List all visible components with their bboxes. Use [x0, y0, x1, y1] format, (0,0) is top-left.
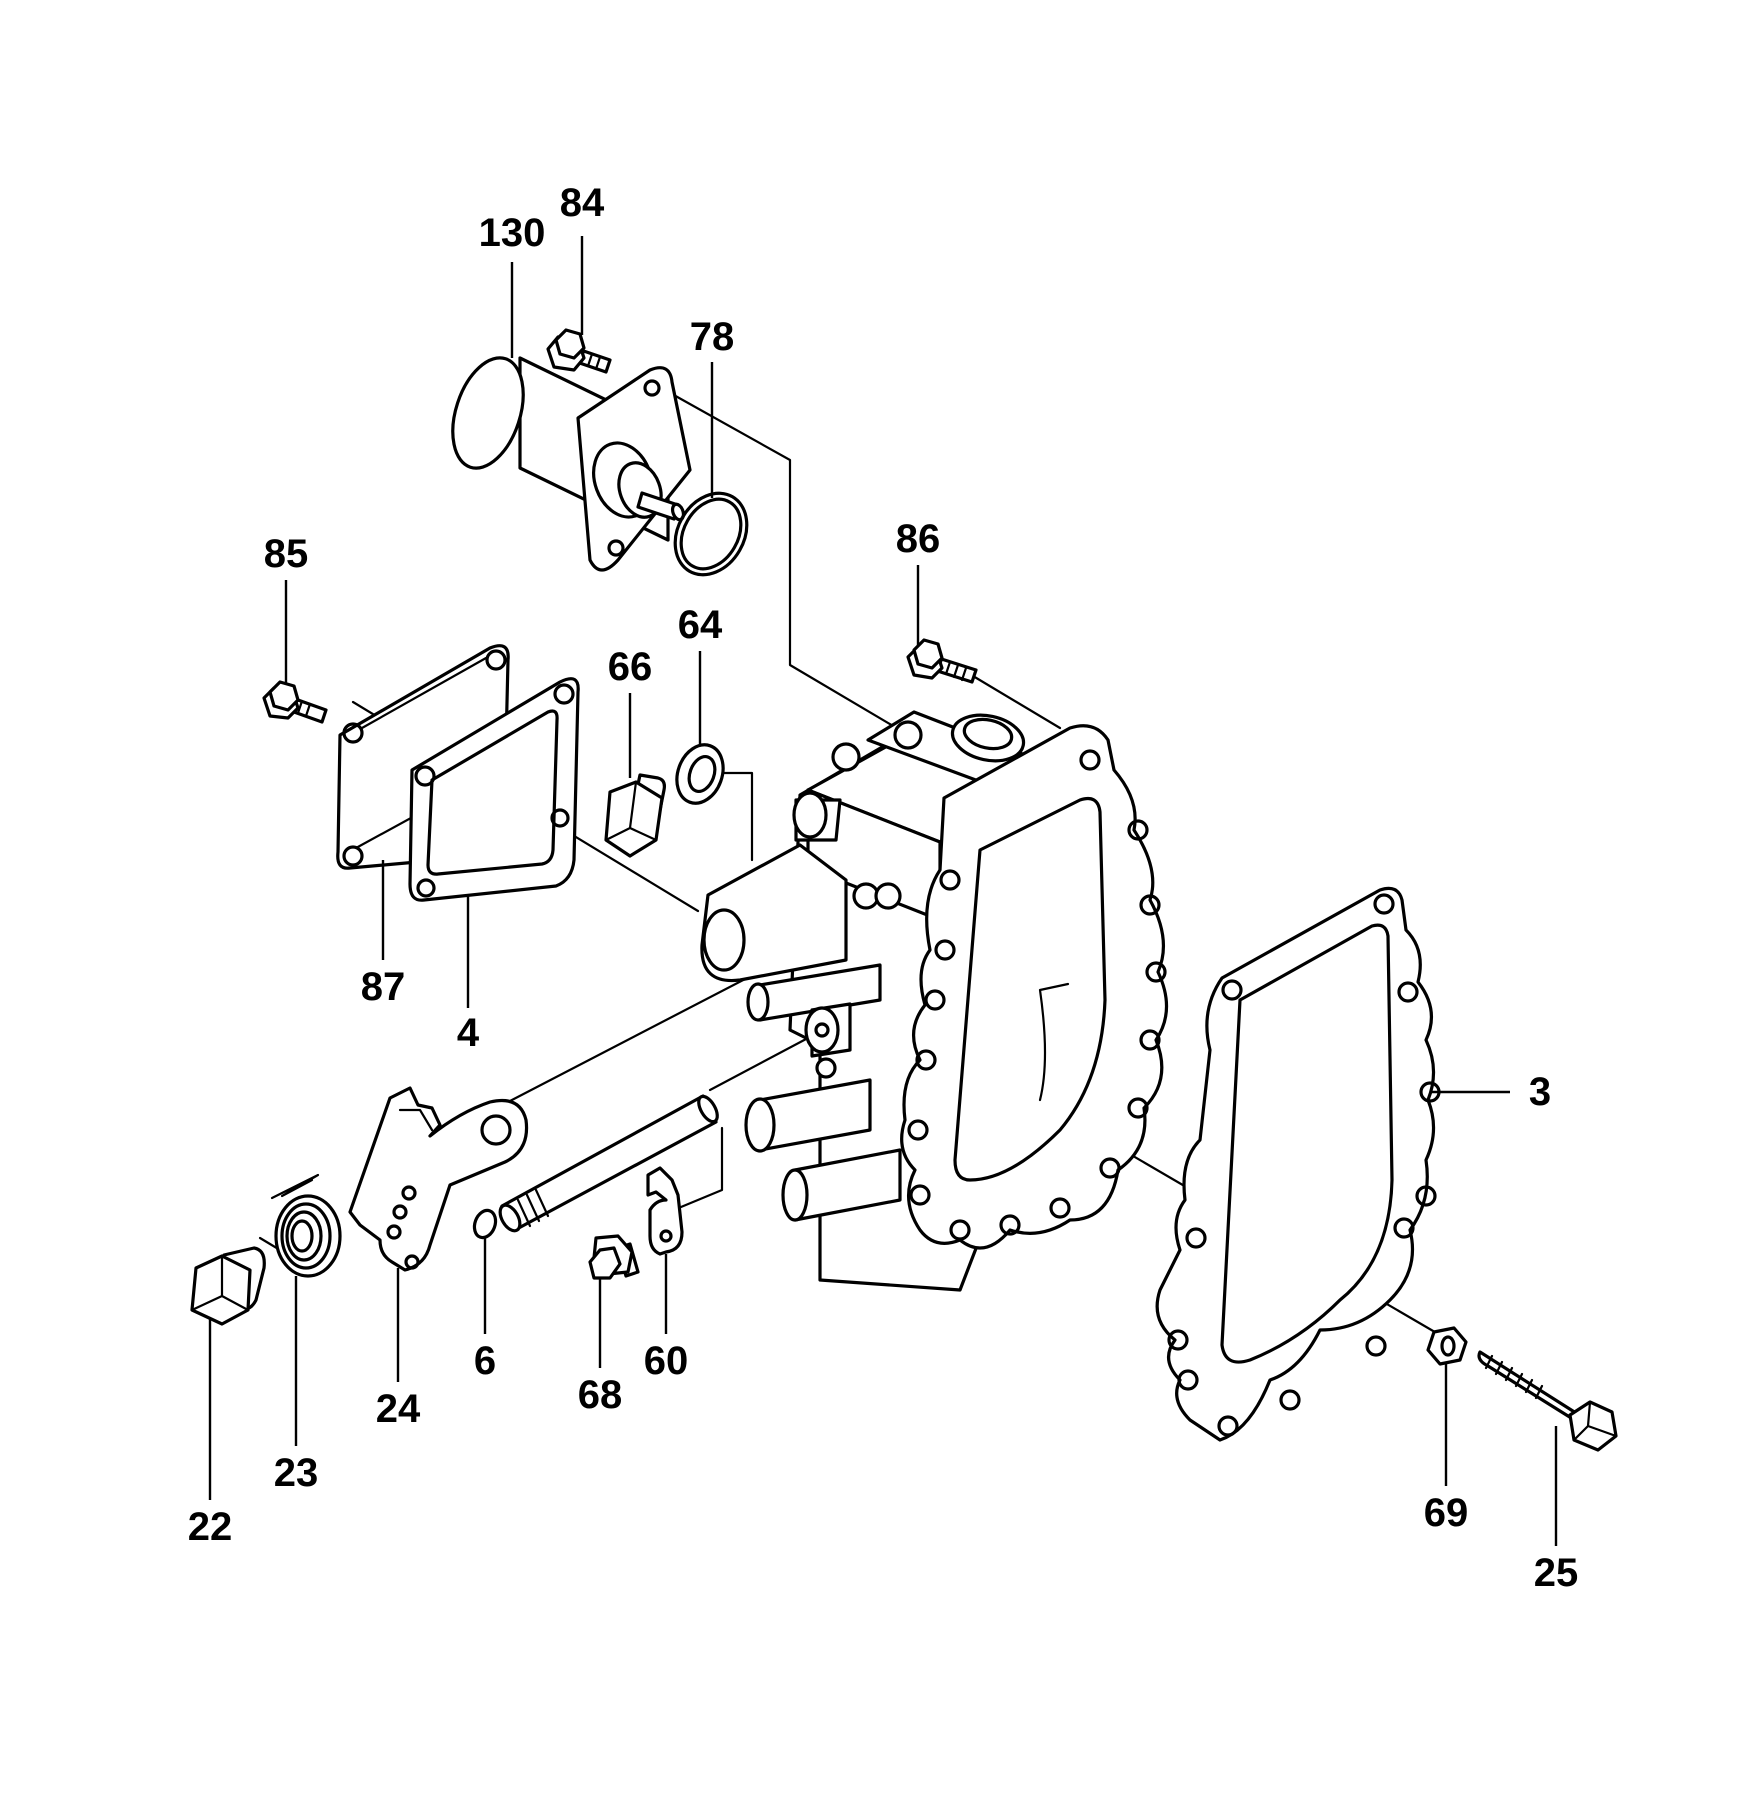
label-24: 24: [376, 1387, 421, 1431]
label-3: 3: [1529, 1070, 1551, 1114]
label-60: 60: [644, 1339, 689, 1383]
main-housing: [700, 710, 1169, 1292]
part-3-gasket: [1155, 886, 1441, 1442]
callout-labels: 130 84 78 85 86 66 64 87 4 3 24 6 68 60 …: [188, 181, 1579, 1595]
part-60-stopper-plate: [646, 1166, 684, 1256]
label-86: 86: [896, 517, 941, 561]
label-87: 87: [361, 965, 406, 1009]
part-69-nut: [1426, 1326, 1468, 1366]
part-68-bolt: [588, 1234, 640, 1280]
label-4: 4: [457, 1011, 480, 1055]
part-23-spring: [258, 1173, 342, 1278]
label-85: 85: [264, 532, 309, 576]
callout-leaders: [208, 236, 1558, 1546]
label-130: 130: [479, 211, 546, 255]
label-22: 22: [188, 1505, 233, 1549]
label-64: 64: [678, 603, 723, 647]
part-66-plug: [604, 773, 666, 858]
label-84: 84: [560, 181, 605, 225]
part-25-bolt: [1477, 1350, 1618, 1452]
label-23: 23: [274, 1451, 319, 1495]
part-78-o-ring: [673, 491, 749, 577]
label-25: 25: [1534, 1551, 1579, 1595]
part-22-plug: [190, 1246, 266, 1326]
label-6: 6: [474, 1339, 496, 1383]
part-6-circlip: [472, 1208, 498, 1240]
part-86-bolt: [906, 638, 978, 684]
part-84-bolt: [546, 328, 612, 374]
shaft: [498, 1094, 719, 1233]
part-64-washer: [675, 743, 725, 805]
label-69: 69: [1424, 1491, 1469, 1535]
part-85-bolt: [262, 680, 328, 724]
part-4-gasket: [408, 677, 580, 902]
label-78: 78: [690, 315, 735, 359]
label-68: 68: [578, 1373, 623, 1417]
part-24-lever: [348, 1086, 529, 1272]
part-130-solenoid: [451, 356, 692, 572]
label-66: 66: [608, 645, 653, 689]
